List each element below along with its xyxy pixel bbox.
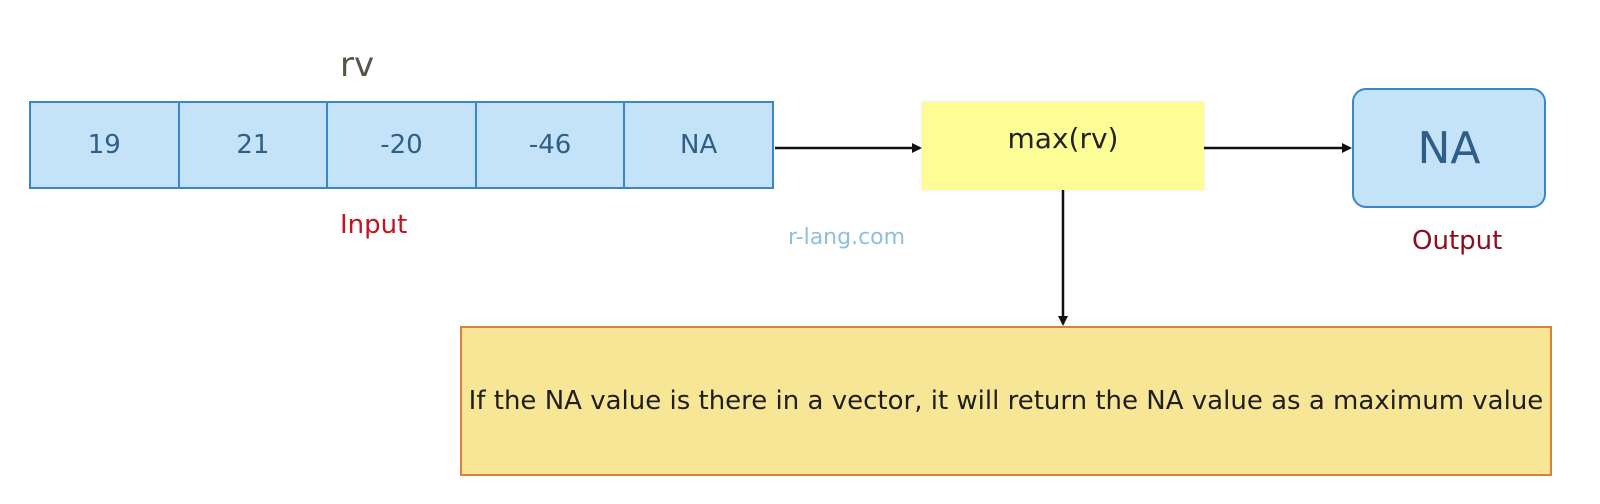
vector-cell: 19 (31, 103, 180, 187)
vector-cell: -46 (477, 103, 626, 187)
vector-cell: NA (680, 130, 718, 160)
watermark: r-lang.com (788, 225, 906, 250)
vector-name-label: rv (340, 45, 375, 85)
output-value: NA (1417, 122, 1481, 174)
function-box: max(rv) (922, 102, 1204, 190)
input-vector: 19 21 -20 -46 NA (29, 101, 774, 189)
explanation-text: If the NA value is there in a vector, it… (468, 386, 1544, 416)
explanation-note: If the NA value is there in a vector, it… (460, 326, 1552, 476)
vector-cell: -20 (328, 103, 477, 187)
function-expression: max(rv) (1007, 122, 1119, 155)
input-label: Input (340, 210, 408, 240)
output-label: Output (1412, 226, 1503, 256)
vector-cell: 21 (180, 103, 329, 187)
output-box: NA (1352, 88, 1546, 208)
